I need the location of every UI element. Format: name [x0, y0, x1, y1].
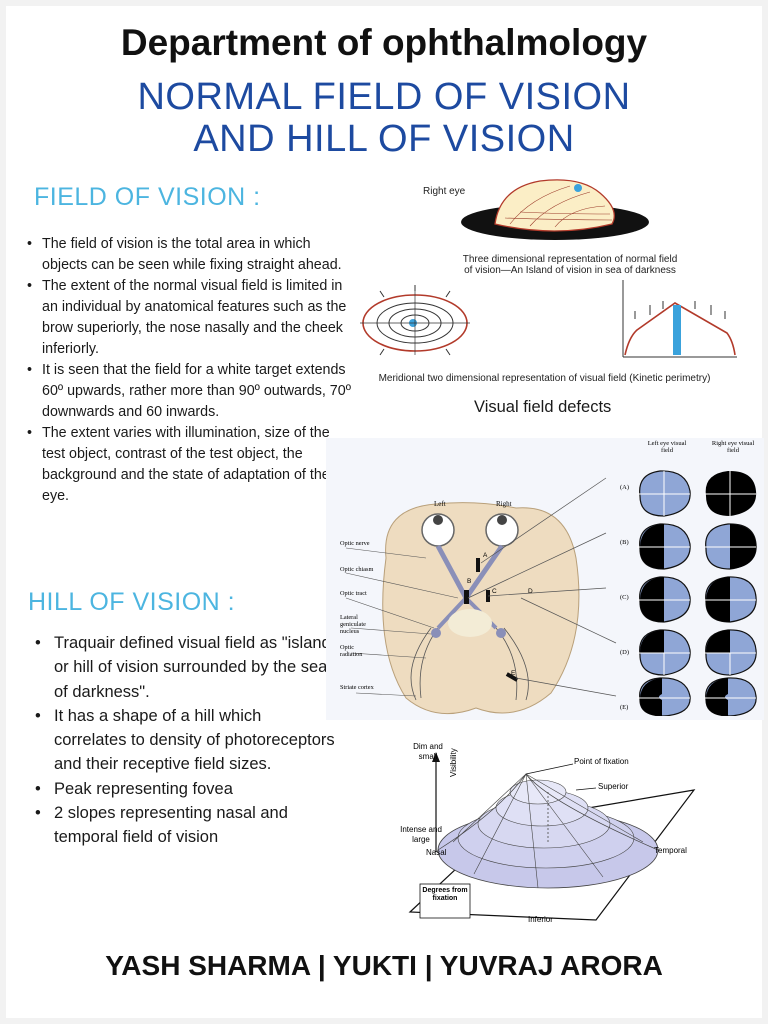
structure-label: Lateral geniculate nucleus	[340, 614, 366, 635]
hill-of-vision-list: Traquair defined visual field as "island…	[32, 631, 337, 850]
structure-label: Optic tract	[340, 590, 367, 597]
lesion-mark: A	[483, 552, 488, 559]
left-eye-column-label: Left eye visual field	[647, 440, 687, 454]
structure-label: Striate cortex	[340, 684, 374, 691]
lesion-mark: B	[467, 578, 472, 585]
hill-of-vision-heading: HILL OF VISION :	[28, 588, 236, 616]
intense-large-label: Intense and large	[400, 825, 442, 844]
profile-diagram	[622, 280, 737, 358]
caption-line: of vision—An Island of vision in sea of …	[464, 265, 676, 276]
point-of-fixation-label: Point of fixation	[574, 757, 629, 766]
row-label: (D)	[620, 649, 630, 656]
structure-label: Optic radiation	[340, 644, 363, 658]
row-label: (A)	[620, 484, 630, 491]
list-item: It is seen that the field for a white ta…	[24, 360, 354, 423]
island-diagram	[461, 179, 649, 240]
lesion-mark: D	[528, 588, 533, 595]
list-item: The extent varies with illumination, siz…	[24, 423, 354, 507]
structure-labels: Optic nerve Optic chiasm Optic tract Lat…	[340, 540, 376, 691]
list-item: Peak representing fovea	[32, 777, 337, 802]
visibility-label: Visibility	[449, 748, 458, 777]
hill-diagram	[408, 752, 696, 921]
visual-field-defects-heading: Visual field defects	[474, 398, 612, 416]
list-item: It has a shape of a hill which correlate…	[32, 704, 337, 777]
degrees-label: Degrees from fixation	[422, 887, 468, 902]
island-caption: Three dimensional representation of norm…	[420, 254, 720, 276]
visual-field-defects-figure: Left Right Left eye visual field Right e…	[326, 438, 764, 720]
list-item: 2 slopes representing nasal and temporal…	[32, 801, 337, 850]
dim-small-label: Dim and small	[413, 742, 443, 761]
visual-pathway-diagram	[345, 477, 617, 715]
field-row-c	[637, 576, 757, 623]
kinetic-perimetry-map	[360, 285, 470, 356]
field-of-vision-heading: FIELD OF VISION :	[34, 183, 261, 211]
right-eye-label: Right eye	[423, 186, 466, 197]
field-defect-grid	[637, 470, 757, 716]
structure-label: Optic chiasm	[340, 566, 374, 573]
meridional-caption: Meridional two dimensional representatio…	[378, 373, 711, 384]
nasal-label: Nasal	[426, 848, 447, 857]
row-label: (B)	[620, 539, 629, 546]
temporal-label: Temporal	[654, 846, 687, 855]
field-of-vision-list: The field of vision is the total area in…	[24, 234, 354, 507]
list-item: The extent of the normal visual field is…	[24, 276, 354, 360]
row-label: (E)	[620, 704, 629, 711]
superior-label: Superior	[598, 782, 629, 791]
authors-footer: YASH SHARMA | YUKTI | YUVRAJ ARORA	[105, 950, 663, 981]
right-eye-column-label: Right eye visual field	[711, 440, 755, 454]
field-row-e	[637, 677, 757, 716]
list-item: The field of vision is the total area in…	[24, 234, 354, 276]
field-row-a	[637, 470, 757, 517]
main-title-line1: NORMAL FIELD OF VISION	[137, 76, 631, 118]
field-row-b	[637, 523, 757, 570]
island-of-vision-figure: Right eye Three dimensional representati…	[420, 178, 720, 278]
right-label: Right	[496, 500, 512, 508]
row-label: (C)	[620, 594, 629, 601]
structure-label: Optic nerve	[340, 540, 370, 547]
field-row-d	[637, 629, 757, 676]
department-title: Department of ophthalmology	[120, 22, 648, 63]
main-title-line2: AND HILL OF VISION	[193, 118, 575, 160]
caption-line: Three dimensional representation of norm…	[462, 254, 678, 265]
lesion-mark: C	[492, 588, 497, 595]
left-label: Left	[434, 500, 446, 508]
lesion-mark: E	[511, 670, 516, 677]
inferior-label: Inferior	[528, 915, 553, 924]
list-item: Traquair defined visual field as "island…	[32, 631, 337, 704]
hill-of-vision-figure: Dim and small Visibility Intense and lar…	[398, 742, 698, 932]
row-labels: (A) (B) (C) (D) (E)	[620, 460, 629, 735]
